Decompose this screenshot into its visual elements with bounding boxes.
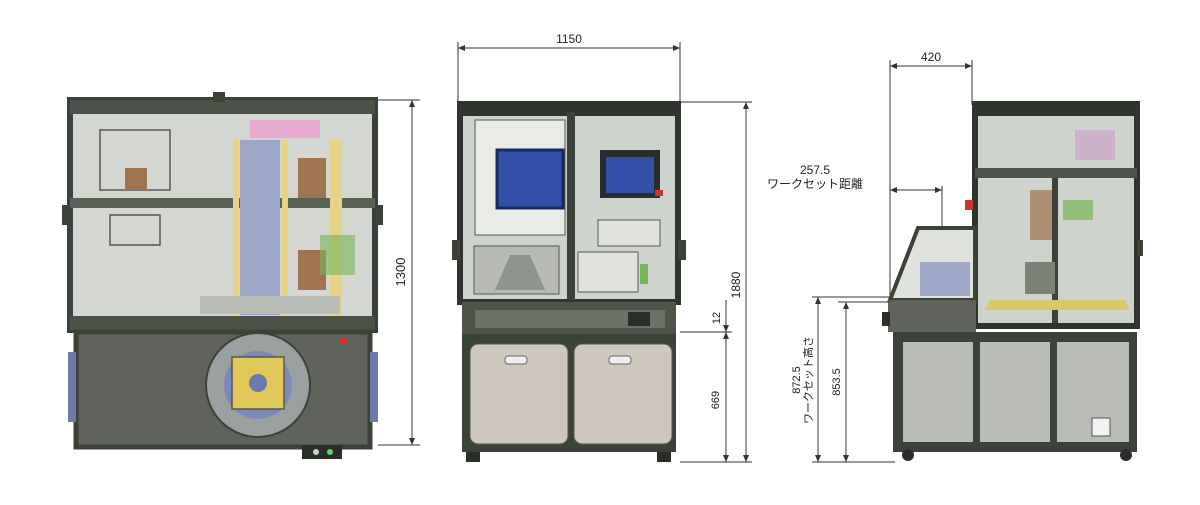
plan-switch-box <box>302 445 342 459</box>
front-foot-left <box>466 452 480 462</box>
front-knob-right <box>678 240 686 260</box>
plan-right-handle <box>370 352 378 422</box>
front-mid-tray <box>475 310 665 328</box>
front-monitor-right <box>606 157 654 193</box>
side-spindle <box>1025 262 1055 294</box>
plan-yellow-rail-c <box>330 140 342 315</box>
side-work-height-a-label: 872.5 <box>791 366 803 394</box>
plan-yellow-rail-a <box>233 140 239 315</box>
front-green-part <box>640 264 648 284</box>
front-top-rail <box>460 104 678 116</box>
plan-top-rail <box>70 100 375 114</box>
front-door-handle-left <box>504 355 528 365</box>
plan-blue-slider <box>240 140 280 315</box>
side-work-height-caption: ワークセット高さ <box>801 336 815 424</box>
front-monitor-left <box>495 148 565 210</box>
front-funnel <box>495 255 545 290</box>
side-work-piece <box>920 262 970 296</box>
plan-knob-right <box>375 205 383 225</box>
front-control-panel <box>597 219 661 247</box>
side-lower-panel-a <box>903 342 973 442</box>
plan-brown-block-a <box>298 158 326 198</box>
front-knob-left <box>452 240 460 260</box>
plan-knob-left <box>62 205 70 225</box>
front-width-label: 1150 <box>556 32 582 46</box>
side-red-lamp <box>965 200 973 210</box>
plan-green-part <box>320 235 355 275</box>
side-depth-label: 420 <box>921 50 941 64</box>
plan-top-knob <box>213 92 225 102</box>
front-door-handle-right <box>608 355 632 365</box>
front-red-lamp <box>655 190 663 196</box>
front-view: 1150 1880 12 <box>452 32 752 463</box>
plan-mid-rail <box>70 198 375 208</box>
front-mid-switch <box>628 312 650 326</box>
plan-mechanism-brown <box>125 168 147 190</box>
side-mid-rail <box>975 168 1137 178</box>
side-top-rail <box>975 104 1137 116</box>
plan-switch-a <box>313 449 319 455</box>
side-work-distance-caption: ワークセット距離 <box>767 177 863 191</box>
side-view: 420 257.5 ワークセット距離 <box>767 50 1143 463</box>
side-hood-knob <box>882 312 890 326</box>
side-green-part <box>1063 200 1093 220</box>
plan-bottom-rail <box>70 316 375 330</box>
side-yellow-tray <box>985 300 1130 310</box>
plan-pink-block <box>250 120 320 138</box>
plan-mechanism-b <box>109 214 161 246</box>
side-knob <box>1137 240 1143 256</box>
plan-height-label: 1300 <box>393 258 408 287</box>
plan-red-lamp <box>340 338 348 344</box>
plan-view: 1300 <box>62 92 420 459</box>
front-center-post <box>567 112 575 300</box>
plan-yellow-rail-b <box>282 140 288 315</box>
plan-base-plate <box>200 296 340 314</box>
front-door-left <box>469 343 569 445</box>
side-work-height-b-label: 853.5 <box>831 368 843 396</box>
front-height-label: 1880 <box>729 271 743 298</box>
front-door-right <box>573 343 673 445</box>
plan-switch-b <box>327 449 333 455</box>
plan-chuck-center <box>249 374 267 392</box>
side-hood-base <box>888 300 976 332</box>
side-pink-part <box>1075 130 1115 160</box>
front-lower-label: 669 <box>710 391 722 409</box>
side-label-plate <box>1091 417 1111 437</box>
side-caster-right <box>1120 449 1132 461</box>
front-lower-right-box <box>577 251 639 293</box>
front-step-label: 12 <box>711 312 723 324</box>
front-foot-right <box>657 452 671 462</box>
side-brown-part <box>1030 190 1052 240</box>
side-center-post <box>1052 178 1058 323</box>
side-work-distance-value: 257.5 <box>800 163 830 177</box>
side-caster-left <box>902 449 914 461</box>
side-lower-panel-b <box>980 342 1050 442</box>
plan-left-handle <box>68 352 76 422</box>
